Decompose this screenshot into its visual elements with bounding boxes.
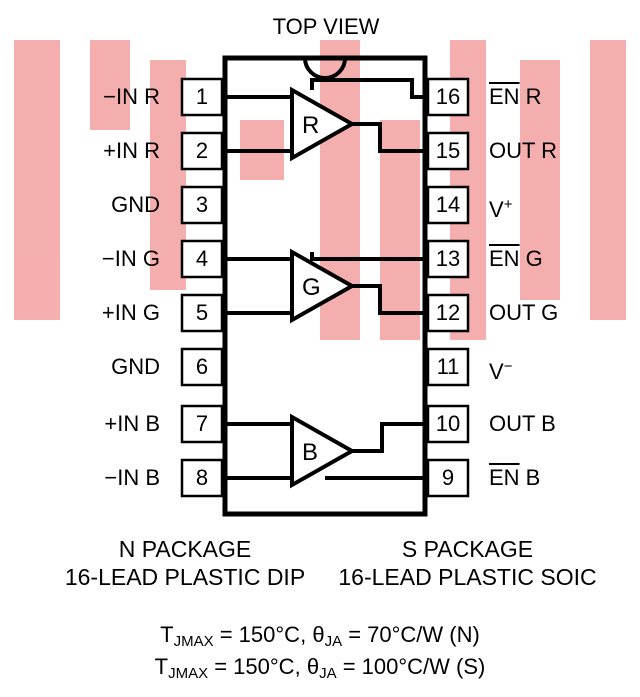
supply-name: V bbox=[489, 359, 504, 384]
pin-name-suffix: G bbox=[519, 246, 543, 271]
pin-15-name: OUT R bbox=[489, 138, 558, 163]
pin-6-number: 6 bbox=[195, 354, 209, 379]
pin-4-name: −IN G bbox=[101, 246, 160, 271]
thermal-line-s: TJMAX = 150°C, θJA = 100°C/W (S) bbox=[0, 654, 640, 687]
amplifier-b-label: B bbox=[302, 439, 318, 466]
pin-name-suffix: B bbox=[519, 465, 541, 490]
diagram-title: TOP VIEW bbox=[272, 14, 380, 39]
supply-name: V bbox=[489, 197, 504, 222]
left-pin-boxes bbox=[180, 77, 224, 498]
pin-1-box bbox=[180, 77, 224, 117]
pin-11-name: V− bbox=[489, 355, 512, 384]
amplifier-g-label: G bbox=[302, 274, 321, 301]
pin-11-number: 11 bbox=[436, 354, 460, 379]
thermal-theta-value: = 70°C/W (N) bbox=[342, 622, 480, 647]
package-n-line2: 16-LEAD PLASTIC DIP bbox=[64, 564, 306, 590]
pin-14-number: 14 bbox=[435, 192, 461, 217]
amplifier-b-triangle bbox=[290, 413, 357, 489]
pin-9-box bbox=[426, 458, 470, 498]
pin-3-name: GND bbox=[111, 192, 160, 217]
internal-wiring bbox=[225, 78, 425, 480]
pin-5-box bbox=[180, 293, 224, 333]
ic-body bbox=[222, 55, 428, 517]
pin-3-number: 3 bbox=[195, 192, 209, 217]
pin-13-box bbox=[426, 239, 470, 279]
pin-12-box bbox=[426, 293, 470, 333]
pin-6-name: GND bbox=[111, 354, 160, 379]
pin-8-number: 8 bbox=[195, 465, 209, 490]
pin-9-name: EN B bbox=[489, 466, 540, 490]
pin-15-number: 15 bbox=[435, 138, 461, 163]
pin-12-number: 12 bbox=[435, 300, 461, 325]
package-n-line1: N PACKAGE bbox=[118, 536, 252, 562]
thermal-t-sub: JMAX bbox=[168, 665, 209, 682]
pin-3-box bbox=[180, 185, 224, 225]
thermal-theta: θ bbox=[306, 654, 320, 679]
pin-11-box bbox=[426, 347, 470, 387]
pin-13-name: EN G bbox=[489, 247, 543, 271]
thermal-t-value: = 150°C, bbox=[208, 654, 307, 679]
pin-1-number: 1 bbox=[195, 84, 209, 109]
pin-10-name: OUT B bbox=[489, 411, 556, 436]
pin-4-number: 4 bbox=[195, 246, 209, 271]
package-s-line2: 16-LEAD PLASTIC SOIC bbox=[338, 564, 597, 590]
enable-overbar-text: EN bbox=[489, 465, 520, 490]
supply-polarity: − bbox=[503, 358, 513, 375]
pin-16-box bbox=[426, 77, 470, 117]
pin-4-box bbox=[180, 239, 224, 279]
package-s-line1: S PACKAGE bbox=[401, 536, 534, 562]
pin-name-suffix: R bbox=[519, 84, 542, 109]
pin-6-box bbox=[180, 347, 224, 387]
pin-7-name: +IN B bbox=[104, 411, 160, 436]
thermal-theta-value: = 100°C/W (S) bbox=[336, 654, 486, 679]
pin-1-name: −IN R bbox=[103, 84, 160, 109]
pin-9-number: 9 bbox=[441, 465, 455, 490]
amplifier-r-label: R bbox=[302, 112, 319, 139]
thermal-t-sub: JMAX bbox=[173, 633, 214, 650]
pin-13-number: 13 bbox=[435, 246, 461, 271]
pin-16-name: EN R bbox=[489, 85, 542, 109]
package-n: N PACKAGE 16-LEAD PLASTIC DIP bbox=[45, 535, 325, 591]
pin-5-name: +IN G bbox=[101, 300, 160, 325]
amplifier-g-triangle bbox=[290, 248, 357, 324]
pin-7-box bbox=[180, 404, 224, 444]
thermal-t-value: = 150°C, bbox=[213, 622, 313, 647]
package-s: S PACKAGE 16-LEAD PLASTIC SOIC bbox=[325, 535, 610, 591]
pin-10-number: 10 bbox=[435, 411, 461, 436]
thermal-theta-sub: JA bbox=[324, 633, 343, 650]
pin-14-box bbox=[426, 185, 470, 225]
pin-5-number: 5 bbox=[195, 300, 209, 325]
pin1-notch bbox=[303, 57, 347, 80]
pin-7-number: 7 bbox=[195, 411, 209, 436]
enable-overbar-text: EN bbox=[489, 246, 520, 271]
pin-8-box bbox=[180, 458, 224, 498]
pin-2-box bbox=[180, 131, 224, 171]
pin-2-number: 2 bbox=[195, 138, 209, 163]
thermal-line-n: TJMAX = 150°C, θJA = 70°C/W (N) bbox=[0, 622, 640, 655]
pin-10-box bbox=[426, 404, 470, 444]
thermal-theta-sub: JA bbox=[319, 665, 337, 682]
pin-14-name: V+ bbox=[489, 193, 512, 222]
pin-8-name: −IN B bbox=[104, 465, 160, 490]
right-pin-boxes bbox=[426, 77, 470, 498]
enable-overbar-text: EN bbox=[489, 84, 520, 109]
pin-15-box bbox=[426, 131, 470, 171]
supply-polarity: + bbox=[503, 196, 513, 213]
amplifier-r-triangle bbox=[290, 86, 357, 162]
thermal-t: T bbox=[160, 622, 174, 647]
pin-2-name: +IN R bbox=[103, 138, 160, 163]
thermal-theta: θ bbox=[312, 622, 325, 647]
pin-16-number: 16 bbox=[435, 84, 461, 109]
thermal-t: T bbox=[154, 654, 169, 679]
pin-12-name: OUT G bbox=[489, 300, 559, 325]
